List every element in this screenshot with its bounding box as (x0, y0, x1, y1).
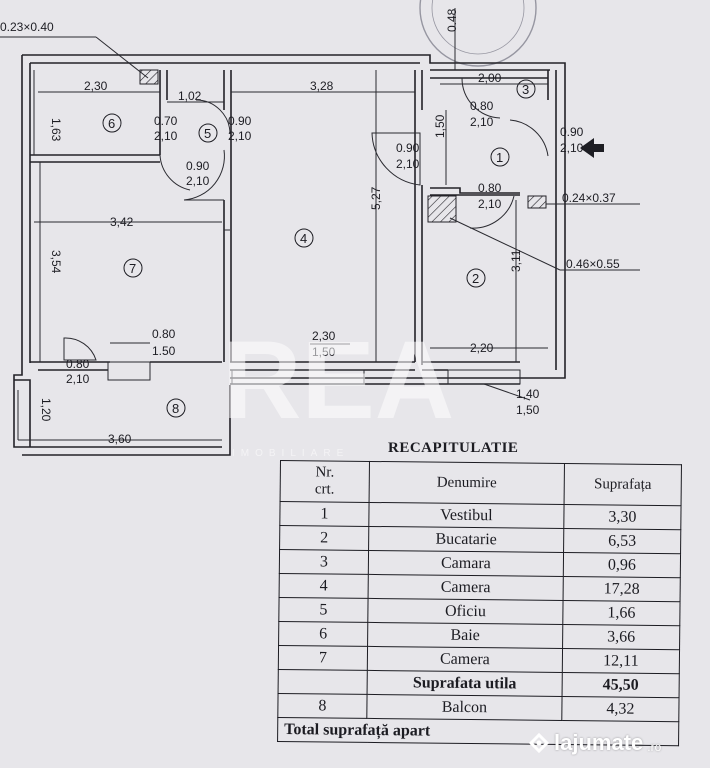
stamp (419, 0, 537, 67)
cell-suprafata: 12,11 (562, 648, 680, 674)
door-7-width: 0.80 (66, 357, 90, 371)
pillars (139, 69, 547, 223)
cell-denumire: Oficiu (367, 598, 564, 625)
door-1a-height: 2,10 (396, 157, 420, 171)
cell-nr: 8 (277, 693, 368, 719)
door-3-height: 2,10 (470, 115, 494, 129)
door-5b-height: 2,10 (186, 174, 210, 188)
cell-suprafata: 3,66 (562, 624, 680, 650)
pillar-mid-label: 0.46×0.55 (566, 257, 620, 271)
dimension-lines (0, 8, 640, 441)
header-nr: Nr. crt. (280, 460, 370, 503)
cell-nr: 3 (279, 549, 369, 575)
brand-name: lajumate (554, 730, 644, 755)
cell-suprafata: 17,28 (563, 576, 681, 602)
recap-header-row: Nr. crt. Denumire Suprafața (280, 460, 682, 506)
door-5-height: 2,10 (228, 129, 252, 143)
floor-plan: 0.23×0.40 2,30 1,02 3,28 2,00 1,63 0.48 … (0, 0, 640, 459)
cell-suprafata: 3,30 (563, 504, 682, 530)
cell-suprafata: 0,96 (563, 552, 681, 578)
cell-suprafata: 1,66 (562, 600, 681, 626)
room-number-1: 1 (496, 150, 503, 165)
cell-nr: 1 (279, 501, 370, 527)
cell-suprafata: 6,53 (563, 528, 681, 554)
cell-denumire: Camara (368, 550, 564, 577)
dim-328: 3,28 (310, 79, 334, 93)
room-number-7: 7 (129, 261, 136, 276)
door-1a-width: 0.90 (396, 141, 420, 155)
watermark: REA IMOBILIARE (222, 319, 454, 459)
cell-nr: 5 (278, 597, 369, 623)
cell-denumire: Bucatarie (368, 526, 564, 553)
cell-denumire: Camera (367, 646, 563, 673)
dim-102: 1,02 (178, 89, 202, 103)
door-swings (63, 77, 549, 361)
room-number-2: 2 (472, 271, 479, 286)
cell-denumire: Baie (367, 622, 563, 649)
lajumate-logo[interactable]: lajumate .ro (528, 730, 661, 756)
header-suprafata: Suprafața (564, 463, 682, 506)
header-denumire: Denumire (369, 461, 565, 505)
watermark-logo: REA (222, 319, 454, 442)
door-5-width: 0.90 (228, 114, 252, 128)
room-number-8: 8 (172, 401, 179, 416)
dim-220: 2,20 (470, 341, 494, 355)
entrance-arrow-icon (580, 138, 604, 158)
door-2-height: 2,10 (478, 197, 502, 211)
pillar-top-label: 0.23×0.40 (0, 20, 54, 34)
cell-suprafata: 45,50 (562, 672, 680, 698)
cell-nr: 4 (279, 573, 369, 599)
room-number-3: 3 (522, 82, 529, 97)
cell-nr (278, 669, 368, 695)
cell-nr: 6 (278, 621, 368, 647)
watermark-subtitle: IMOBILIARE (232, 448, 349, 459)
door-3-width: 0.80 (470, 99, 494, 113)
dim-120: 1,20 (39, 398, 53, 422)
door-5b-width: 0.90 (186, 159, 210, 173)
dim-311: 3,11 (509, 249, 523, 272)
recap-title: RECAPITULATIE (388, 440, 519, 456)
room-number-4: 4 (300, 231, 307, 246)
window-7-width: 0.80 (152, 327, 176, 341)
door-1b-width: 0.90 (560, 125, 584, 139)
door-1b-height: 2,10 (560, 141, 584, 155)
dim-150b: 1,50 (516, 403, 540, 417)
walls (13, 54, 566, 456)
room-number-6: 6 (108, 116, 115, 131)
cell-suprafata: 4,32 (561, 696, 680, 722)
dim-354: 3,54 (49, 250, 63, 274)
cell-denumire: Camera (368, 574, 564, 601)
cell-nr: 2 (279, 525, 369, 551)
door-6-height: 2,10 (154, 129, 178, 143)
dim-527: 5,27 (369, 186, 383, 210)
door-2-width: 0.80 (478, 181, 502, 195)
dim-342: 3,42 (110, 215, 134, 229)
window-4-height: 1,50 (312, 345, 336, 359)
lajumate-logo-icon (528, 732, 550, 754)
cell-denumire: Vestibul (368, 502, 565, 529)
dim-150v: 1,50 (433, 114, 447, 138)
cell-nr: 7 (278, 645, 368, 671)
dim-230: 2,30 (84, 79, 108, 93)
window-4-width: 2,30 (312, 329, 336, 343)
cell-denumire: Suprafata utila (367, 670, 563, 697)
plan-labels: 0.23×0.40 2,30 1,02 3,28 2,00 1,63 0.48 … (0, 8, 620, 446)
window-7-height: 1.50 (152, 344, 176, 358)
dim-163: 1,63 (49, 118, 63, 142)
brand-tld: .ro (647, 740, 662, 754)
door-7-height: 2,10 (66, 372, 90, 386)
door-6-width: 0.70 (154, 114, 178, 128)
dim-140: 1,40 (516, 387, 540, 401)
dim-360: 3,60 (108, 432, 132, 446)
cell-denumire: Balcon (366, 694, 563, 721)
room-numbers: 1 2 3 4 5 6 7 8 (102, 79, 536, 418)
dim-048: 0.48 (445, 8, 459, 32)
room-number-5: 5 (204, 126, 211, 141)
dim-200: 2,00 (478, 71, 502, 85)
pillar-right-label: 0.24×0.37 (562, 191, 616, 205)
